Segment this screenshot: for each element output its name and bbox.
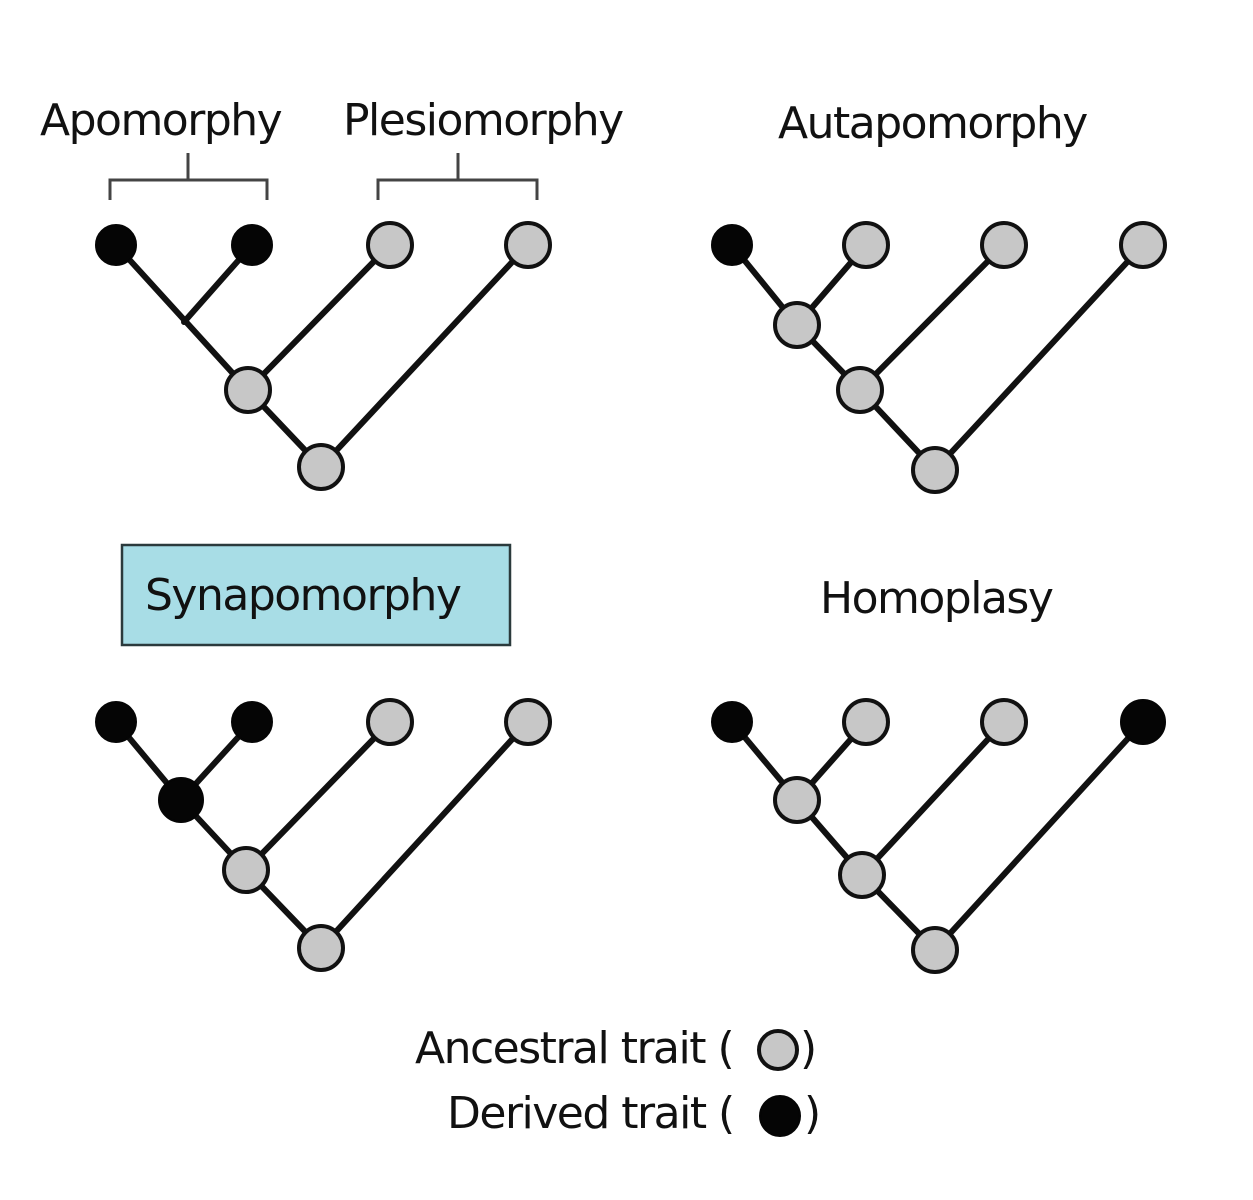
tip-node-derived <box>95 701 137 743</box>
tip-node-ancestral <box>504 221 552 269</box>
legend-ancestral-label: Ancestral trait ( <box>415 1023 733 1074</box>
label-synapomorphy: Synapomorphy <box>145 570 461 621</box>
legend-derived-swatch <box>759 1095 801 1137</box>
tip-node-derived <box>231 701 273 743</box>
label-autapomorphy: Autapomorphy <box>778 98 1087 149</box>
tip-node-derived <box>1120 699 1166 745</box>
branch <box>318 719 531 951</box>
tip-node-ancestral <box>366 698 414 746</box>
tip-node-ancestral <box>366 221 414 269</box>
label-plesiomorphy: Plesiomorphy <box>343 95 623 146</box>
branch <box>245 242 393 393</box>
tip-node-derived <box>711 701 753 743</box>
internal-node-ancestral <box>224 366 272 414</box>
legend-derived-label: Derived trait ( <box>447 1088 734 1139</box>
branch <box>857 242 1007 393</box>
label-apomorphy: Apomorphy <box>40 95 282 146</box>
internal-node-ancestral <box>911 446 959 494</box>
tree-apomorphy-plesiomorphy: Apomorphy Plesiomorphy <box>40 95 625 491</box>
tip-node-derived <box>711 224 753 266</box>
branch <box>113 242 251 393</box>
internal-node-ancestral <box>773 301 821 349</box>
internal-node-ancestral <box>836 366 884 414</box>
legend-derived-close: ) <box>804 1088 820 1139</box>
tip-node-ancestral <box>1119 221 1167 269</box>
synapomorphy-highlight-box <box>120 543 512 647</box>
branch <box>243 719 393 873</box>
internal-node-ancestral <box>911 926 959 974</box>
tip-node-derived <box>95 224 137 266</box>
internal-node-ancestral <box>222 846 270 894</box>
branch <box>859 719 1007 878</box>
tree-homoplasy: Homoplasy <box>711 573 1166 974</box>
branch <box>318 242 531 470</box>
tree-autapomorphy: Autapomorphy <box>711 98 1167 494</box>
branch <box>932 719 1146 953</box>
internal-node-derived <box>158 777 204 823</box>
plesiomorphy-bracket <box>376 153 539 200</box>
tip-node-ancestral <box>980 698 1028 746</box>
tip-node-derived <box>231 224 273 266</box>
branch <box>932 242 1146 473</box>
internal-node-ancestral <box>297 924 345 972</box>
tip-node-ancestral <box>842 698 890 746</box>
internal-node-ancestral <box>838 851 886 899</box>
apomorphy-bracket <box>108 153 269 200</box>
tree-synapomorphy: Synapomorphy <box>95 543 552 972</box>
internal-node-ancestral <box>773 776 821 824</box>
internal-node-ancestral <box>297 443 345 491</box>
tip-node-ancestral <box>842 221 890 269</box>
tip-node-ancestral <box>980 221 1028 269</box>
tip-node-ancestral <box>504 698 552 746</box>
legend-ancestral-swatch <box>757 1029 799 1071</box>
legend-ancestral-close: ) <box>800 1023 816 1074</box>
label-homoplasy: Homoplasy <box>820 573 1053 624</box>
legend: Ancestral trait ( ) Derived trait ( ) <box>415 1023 821 1139</box>
